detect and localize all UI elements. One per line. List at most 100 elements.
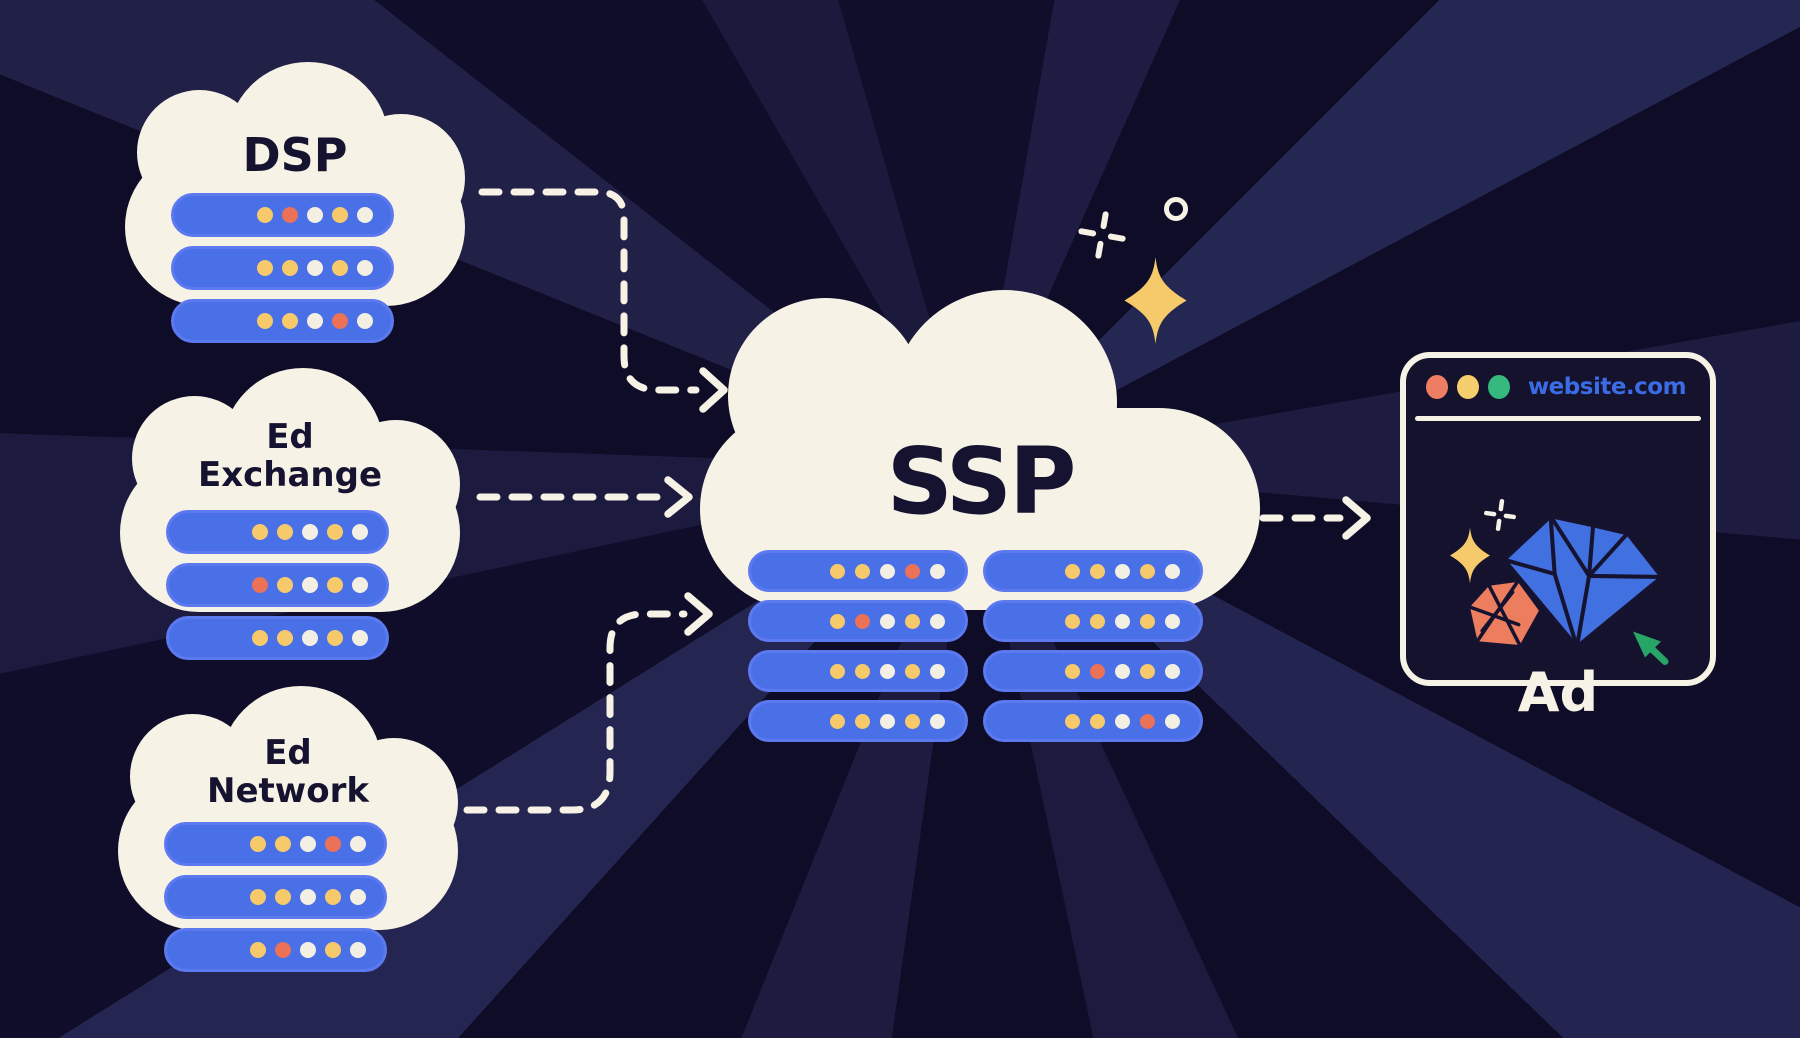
server-led-white (302, 524, 318, 540)
server-led-yellow (282, 260, 298, 276)
server-led-yellow (830, 563, 845, 579)
gem-icon (1468, 580, 1541, 649)
server-led-yellow (1065, 663, 1080, 679)
server-led-white (352, 577, 368, 593)
server-led-white (302, 630, 318, 646)
server-led-red (855, 613, 870, 629)
server-led-white (352, 524, 368, 540)
server-led-yellow (1065, 713, 1080, 729)
server-led-yellow (327, 524, 343, 540)
sparkle-plus-icon (1078, 211, 1126, 259)
ad-label: Ad (1517, 661, 1599, 724)
ssp-server-rack-right (983, 550, 1203, 742)
server-bar (171, 193, 394, 237)
server-led-yellow (1140, 663, 1155, 679)
dsp-cloud: DSP (125, 62, 465, 354)
server-led-red (332, 313, 348, 329)
server-led-white (1165, 713, 1180, 729)
arrowhead-ssp-to-website (1342, 496, 1371, 540)
server-led-yellow (1090, 563, 1105, 579)
server-led-white (1165, 613, 1180, 629)
arrow-dsp-to-ssp (478, 188, 700, 394)
server-led-yellow (332, 207, 348, 223)
server-bar (171, 246, 394, 290)
server-led-yellow (257, 313, 273, 329)
server-led-yellow (325, 889, 341, 905)
server-led-white (352, 630, 368, 646)
server-led-white (880, 663, 895, 679)
server-led-red (252, 577, 268, 593)
sparkle-circle-icon (1164, 197, 1188, 221)
server-led-yellow (257, 207, 273, 223)
server-bar (166, 510, 389, 554)
server-bar (983, 550, 1203, 592)
window-dot-green (1488, 375, 1510, 399)
ad-exchange-server-rack (166, 510, 389, 660)
window-separator (1415, 416, 1701, 421)
server-led-red (282, 207, 298, 223)
server-led-yellow (277, 524, 293, 540)
server-led-yellow (905, 663, 920, 679)
server-led-white (880, 613, 895, 629)
server-led-white (357, 207, 373, 223)
server-bar (983, 600, 1203, 642)
window-dot-red (1426, 375, 1448, 399)
server-led-white (1165, 563, 1180, 579)
server-bar (166, 563, 389, 607)
server-led-yellow (830, 663, 845, 679)
ssp-server-rack-left (748, 550, 968, 742)
server-led-white (350, 942, 366, 958)
server-led-white (1115, 563, 1130, 579)
server-led-white (930, 563, 945, 579)
sparkle-star-icon (1450, 527, 1490, 584)
server-bar (983, 700, 1203, 742)
server-led-white (300, 889, 316, 905)
dsp-server-rack (171, 193, 394, 343)
server-led-yellow (327, 630, 343, 646)
server-led-white (930, 713, 945, 729)
ad-network-cloud: Ed Network (118, 686, 458, 978)
server-led-white (350, 889, 366, 905)
server-led-white (1115, 613, 1130, 629)
server-led-white (300, 942, 316, 958)
server-led-yellow (250, 836, 266, 852)
server-led-white (1115, 663, 1130, 679)
server-led-yellow (275, 889, 291, 905)
server-led-white (350, 836, 366, 852)
server-led-white (880, 713, 895, 729)
server-led-yellow (327, 577, 343, 593)
server-led-white (357, 313, 373, 329)
server-bar (748, 600, 968, 642)
window-traffic-lights (1426, 375, 1510, 399)
server-led-white (1165, 663, 1180, 679)
sparkle-star-icon (1124, 257, 1187, 344)
server-led-yellow (275, 836, 291, 852)
server-led-yellow (252, 524, 268, 540)
server-led-yellow (282, 313, 298, 329)
server-led-yellow (257, 260, 273, 276)
server-led-white (930, 663, 945, 679)
server-led-yellow (855, 563, 870, 579)
ad-network-server-rack (164, 822, 387, 972)
server-led-white (930, 613, 945, 629)
server-led-white (302, 577, 318, 593)
arrowhead-dsp-to-ssp (699, 367, 728, 413)
website-url: website.com (1527, 374, 1687, 400)
arrowhead-adnetwork-to-ssp (684, 592, 713, 636)
server-led-white (307, 207, 323, 223)
ad-network-label: Ed Network (207, 733, 369, 812)
server-led-white (300, 836, 316, 852)
server-led-yellow (1140, 563, 1155, 579)
arrow-adnetwork-to-ssp (463, 610, 688, 814)
server-led-yellow (250, 942, 266, 958)
server-bar (164, 928, 387, 972)
server-led-red (1090, 663, 1105, 679)
server-led-yellow (1090, 713, 1105, 729)
server-bar (748, 650, 968, 692)
ad-content-area: Ad (1406, 421, 1710, 724)
ssp-label: SSP (886, 428, 1077, 535)
server-led-yellow (332, 260, 348, 276)
server-led-white (1115, 713, 1130, 729)
ad-exchange-cloud: Ed Exchange (120, 368, 460, 660)
